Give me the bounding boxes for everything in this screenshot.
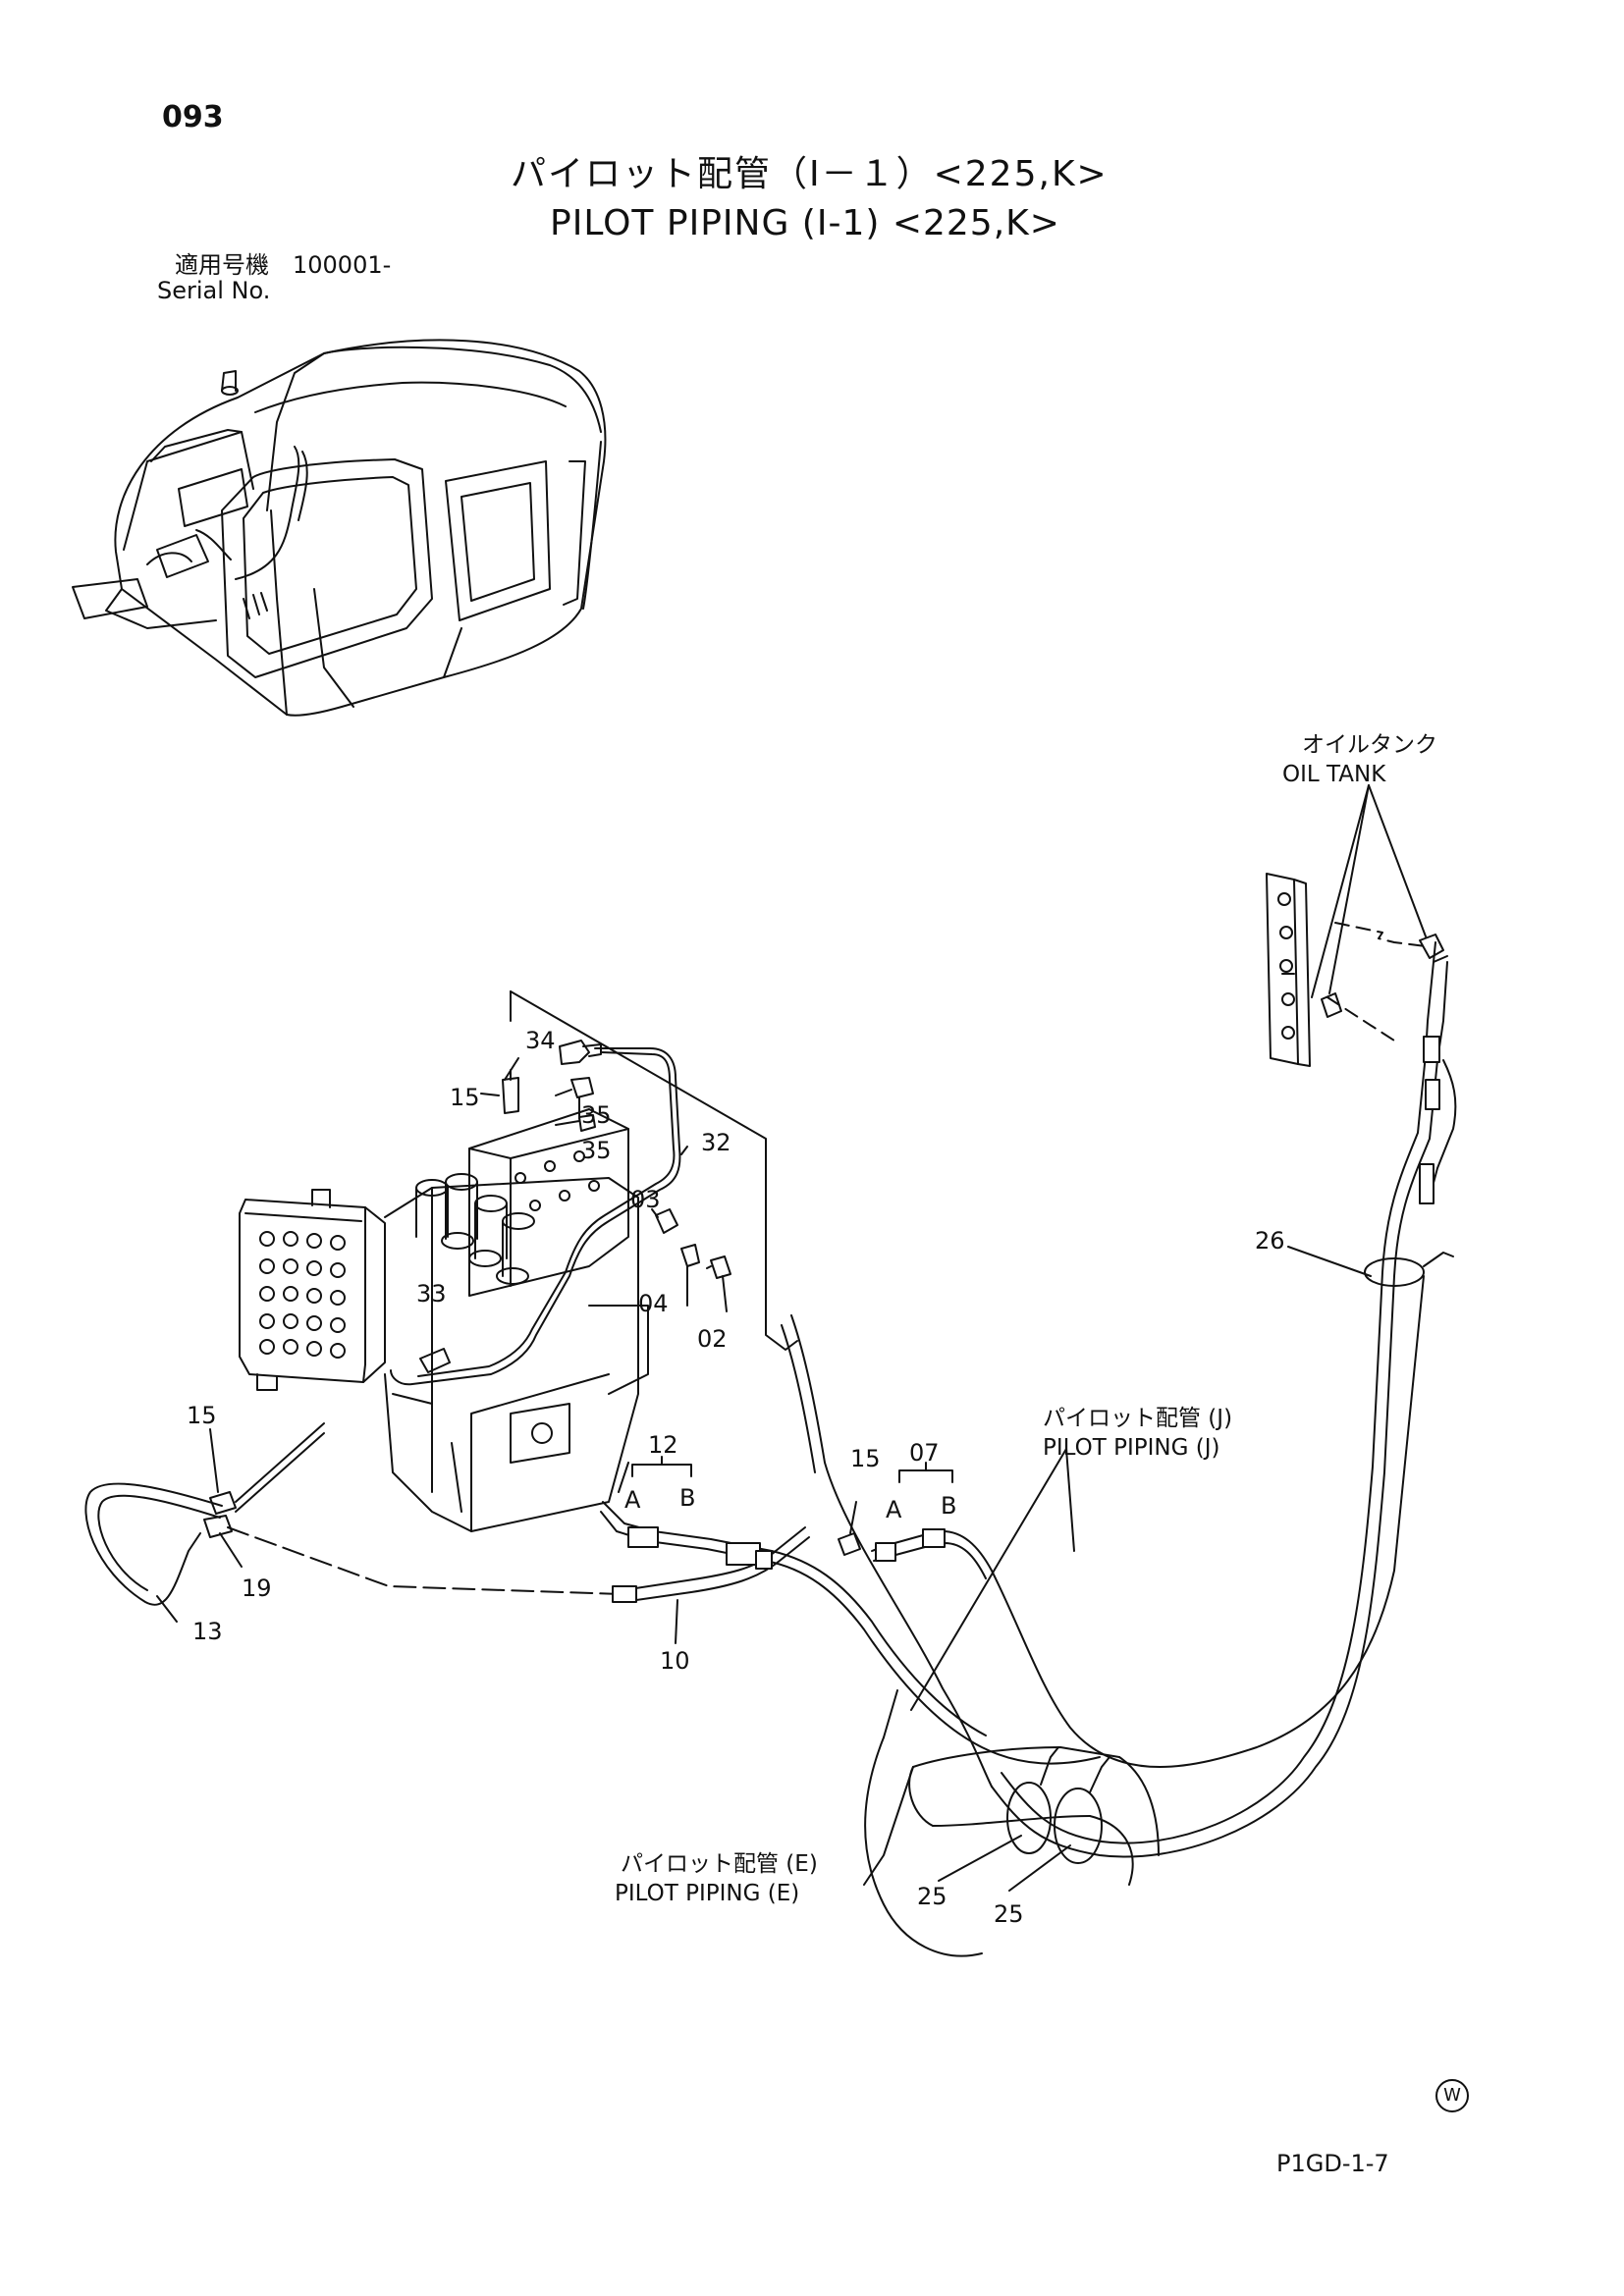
callout-07: 07: [909, 1439, 940, 1467]
callout-33: 33: [416, 1280, 447, 1308]
pilot-piping-e-label-jp: パイロット配管 (E): [621, 1851, 818, 1877]
fitting-34: [559, 1040, 590, 1065]
serial-label-english: Serial No.: [157, 277, 271, 304]
callout-26: 26: [1255, 1227, 1285, 1255]
page-title-japanese: パイロット配管（Ⅰ－１）<225,K>: [511, 154, 1109, 194]
oil-tank-label-en: OIL TANK: [1282, 762, 1386, 787]
callout-03: 03: [630, 1186, 661, 1213]
oil-tank-hose-a: [991, 1059, 1438, 1858]
oil-tank-bracket: [1266, 873, 1311, 1067]
pipe-clamp-25a: [1006, 1782, 1052, 1854]
callout-15-top: 15: [450, 1084, 480, 1111]
hose-13: [84, 1482, 223, 1606]
copyright-mark: W: [1435, 2079, 1469, 2112]
oil-tank-fitting-lower: [1321, 992, 1342, 1018]
pilot-pipe-32: [390, 1047, 681, 1386]
callout-25-right: 25: [994, 1900, 1024, 1928]
callout-12-b: B: [679, 1484, 695, 1512]
pilot-valve-block: [239, 1189, 386, 1391]
fitting-35a: [570, 1077, 594, 1098]
callout-15-mid: 15: [850, 1445, 881, 1472]
callout-15-left: 15: [187, 1402, 217, 1429]
hose-12: [600, 1511, 1101, 1765]
pilot-piping-j-label-jp: パイロット配管 (J): [1043, 1406, 1232, 1431]
callout-35-lower: 35: [581, 1137, 612, 1164]
callout-35-upper: 35: [581, 1101, 612, 1129]
callout-13: 13: [192, 1618, 223, 1645]
fitting-33: [419, 1348, 451, 1373]
oil-tank-hose-b: [1001, 1053, 1427, 1844]
fitting-35b: [578, 1114, 596, 1132]
callout-04: 04: [638, 1290, 669, 1317]
page-title-english: PILOT PIPING (I-1) <225,K>: [550, 203, 1060, 243]
pipe-clamp-25b: [1054, 1788, 1103, 1864]
callout-02: 02: [697, 1325, 728, 1353]
valve-region-bracket: [510, 990, 798, 1351]
callout-25-left: 25: [917, 1883, 947, 1910]
fitting-04: [680, 1244, 700, 1267]
oil-tank-label-jp: オイルタンク: [1302, 732, 1437, 758]
callout-12-a: A: [624, 1486, 641, 1514]
excavator-cab-illustration: [72, 339, 607, 717]
fitting-15-left: [209, 1491, 237, 1515]
bolt-02: [710, 1255, 731, 1279]
pilot-piping-e-label-en: PILOT PIPING (E): [615, 1881, 799, 1906]
fitting-03: [655, 1208, 678, 1234]
fitting-19: [203, 1515, 233, 1538]
oil-tank-fitting-upper: [1419, 934, 1444, 959]
callout-07-a: A: [886, 1496, 902, 1523]
fitting-15-top: [502, 1077, 519, 1114]
fitting-15-mid: [838, 1532, 861, 1556]
callout-34: 34: [525, 1027, 556, 1054]
callout-32: 32: [701, 1129, 731, 1156]
hose-clamp-26: [1364, 1257, 1425, 1287]
hose-07: [871, 1275, 1425, 1768]
document-code: P1GD-1-7: [1276, 2150, 1389, 2177]
pilot-piping-e-pipe: [908, 1746, 1160, 1886]
callout-19: 19: [242, 1575, 272, 1602]
callout-07-b: B: [941, 1492, 956, 1520]
serial-label-japanese: 適用号機 100001-: [175, 251, 392, 279]
callout-10: 10: [660, 1647, 690, 1675]
hose-10: [622, 1526, 806, 1591]
page-number: 093: [162, 100, 224, 134]
pilot-piping-j-label-en: PILOT PIPING (J): [1043, 1435, 1220, 1461]
control-valve-body: [384, 1108, 649, 1532]
callout-12: 12: [648, 1431, 678, 1459]
